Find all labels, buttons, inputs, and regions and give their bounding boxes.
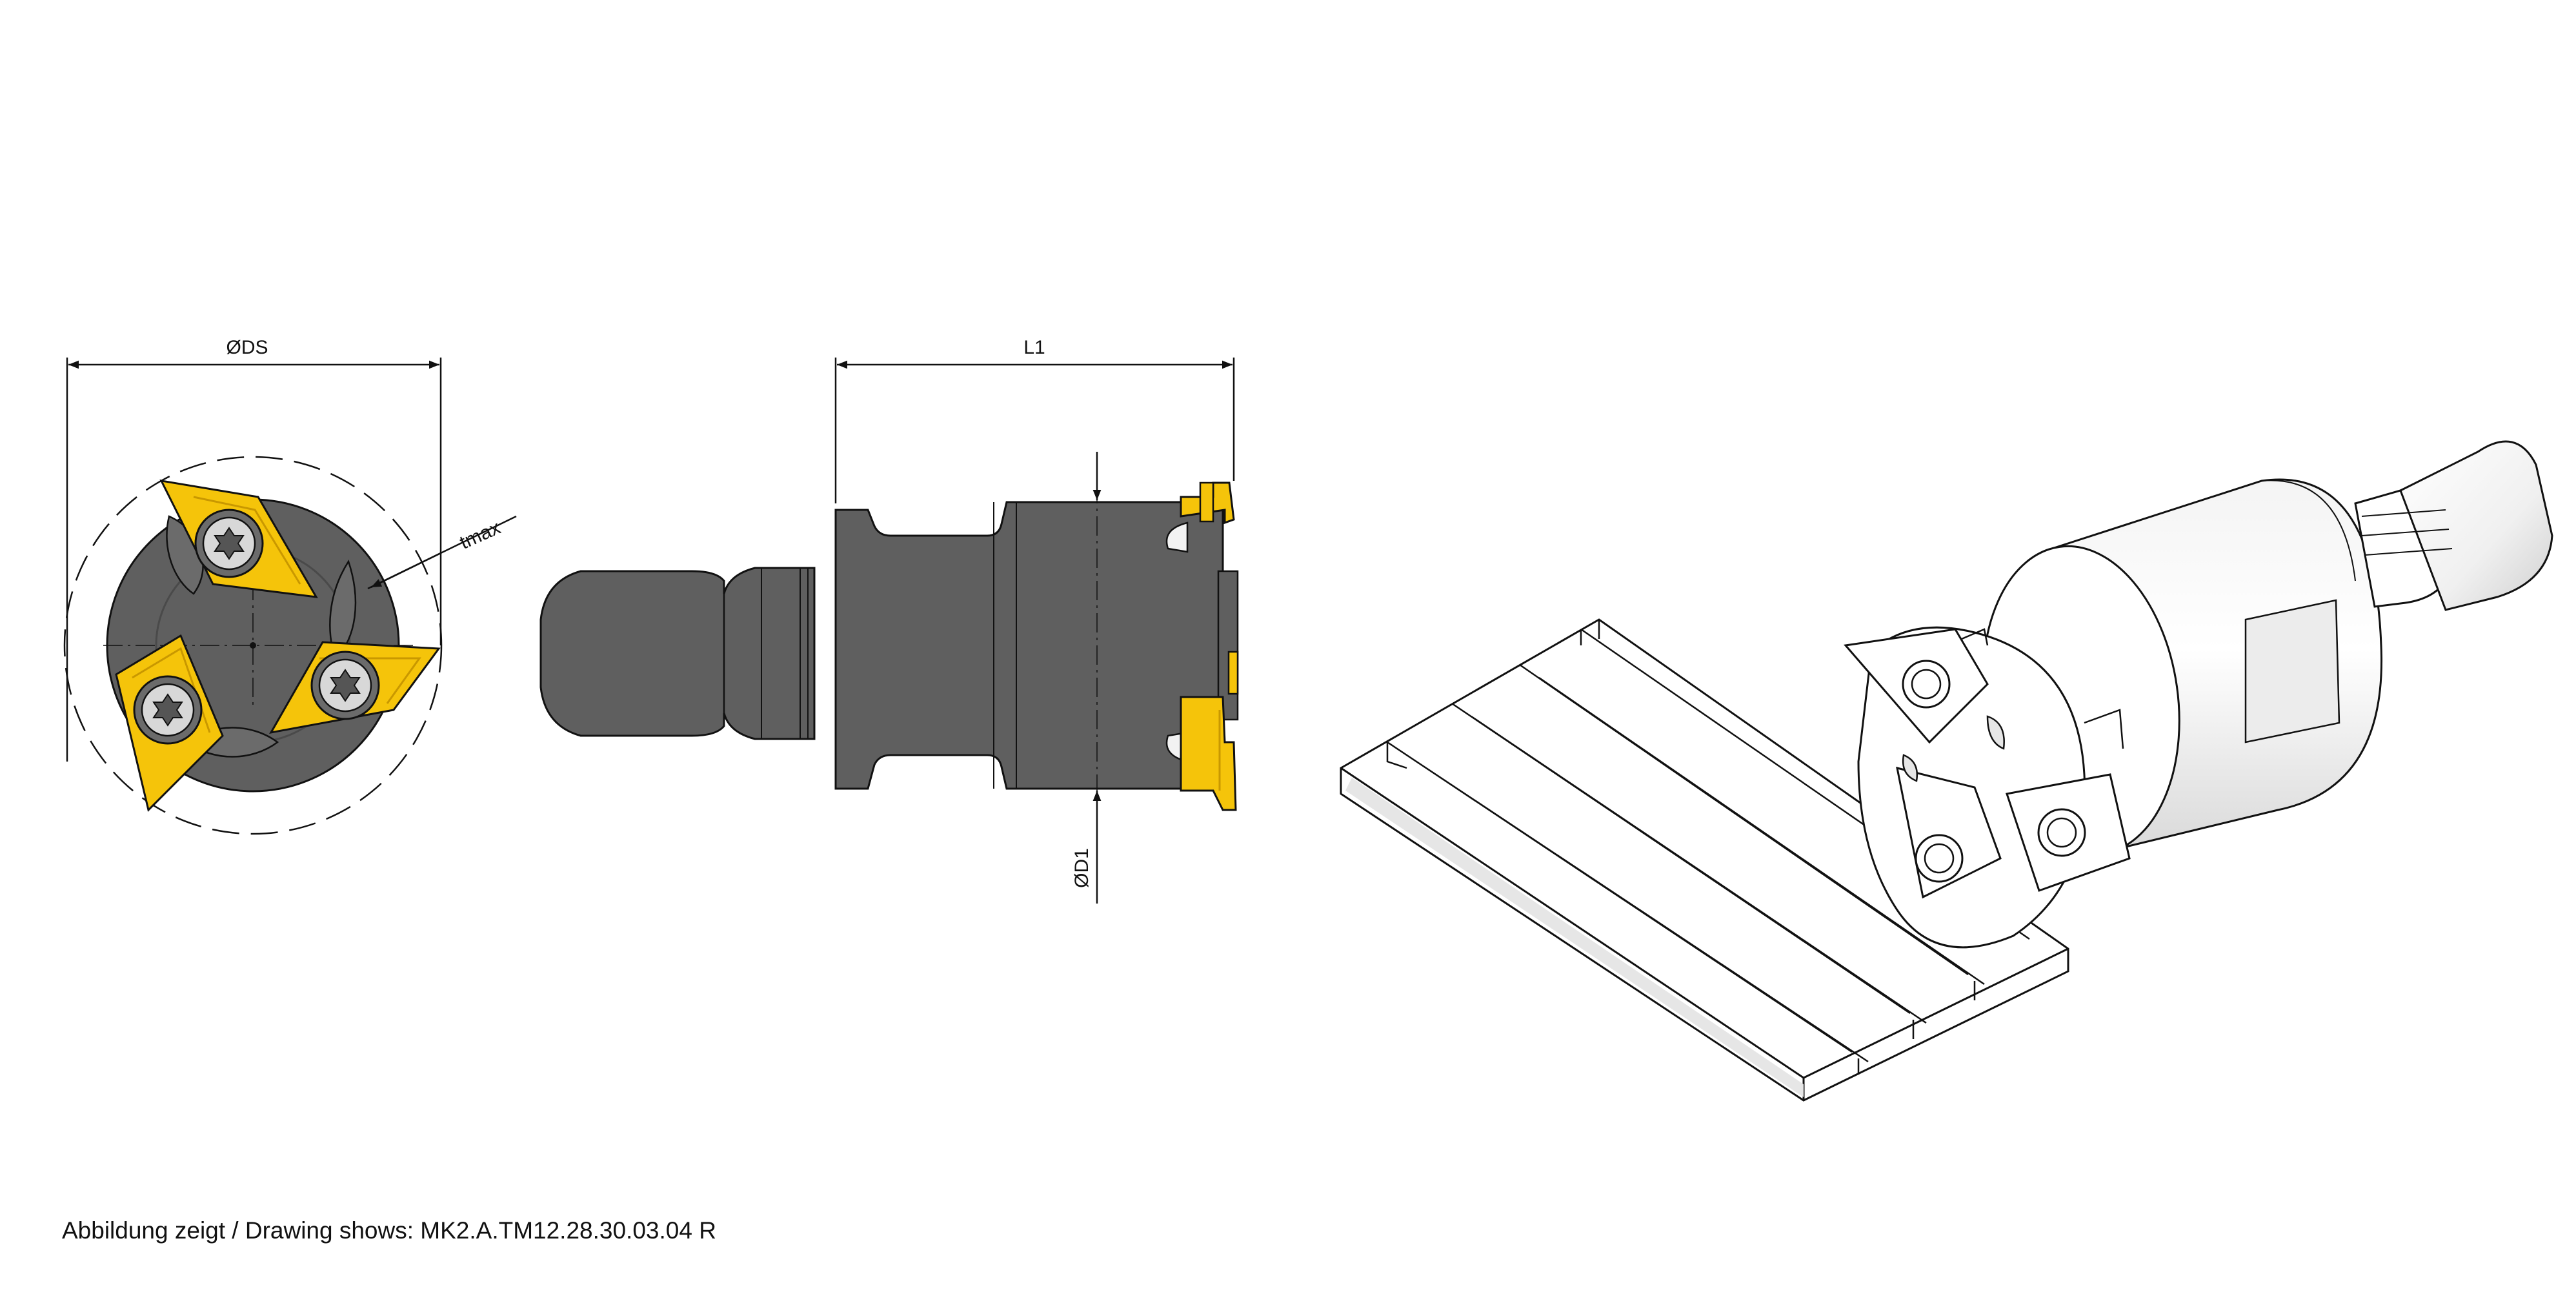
- dimension-d1: ØD1: [1071, 452, 1102, 904]
- insert-side-bottom: [1180, 696, 1237, 811]
- insert-left: [115, 634, 224, 812]
- isometric-view: [1340, 440, 2553, 1102]
- tmax-label: tmax: [457, 517, 504, 554]
- workpiece: [1340, 618, 2069, 1102]
- insert-side-top: [1180, 481, 1235, 525]
- ds-label: ØDS: [226, 337, 268, 358]
- l1-label: L1: [1023, 337, 1045, 358]
- insert-side-middle: [1227, 651, 1239, 695]
- cutting-circle: [63, 456, 443, 835]
- insert-right: [269, 641, 441, 734]
- dimension-tmax: tmax: [367, 515, 517, 590]
- insert-top: [159, 480, 318, 598]
- screw-icon: [1915, 834, 1964, 883]
- drawing-caption: Abbildung zeigt / Drawing shows: MK2.A.T…: [62, 1217, 716, 1244]
- d1-label: ØD1: [1071, 848, 1092, 888]
- front-view: ØDS: [63, 337, 517, 835]
- shank: [539, 567, 816, 740]
- dimension-ds: ØDS: [66, 337, 442, 762]
- screw-icon: [2037, 808, 2086, 857]
- iso-cutting-head: [1844, 626, 2131, 949]
- screw-icon: [1902, 660, 1951, 709]
- coupling-collar: [834, 501, 1224, 790]
- side-view: L1: [539, 337, 1239, 904]
- iso-shank: [2354, 440, 2553, 611]
- dimension-l1: L1: [834, 337, 1235, 503]
